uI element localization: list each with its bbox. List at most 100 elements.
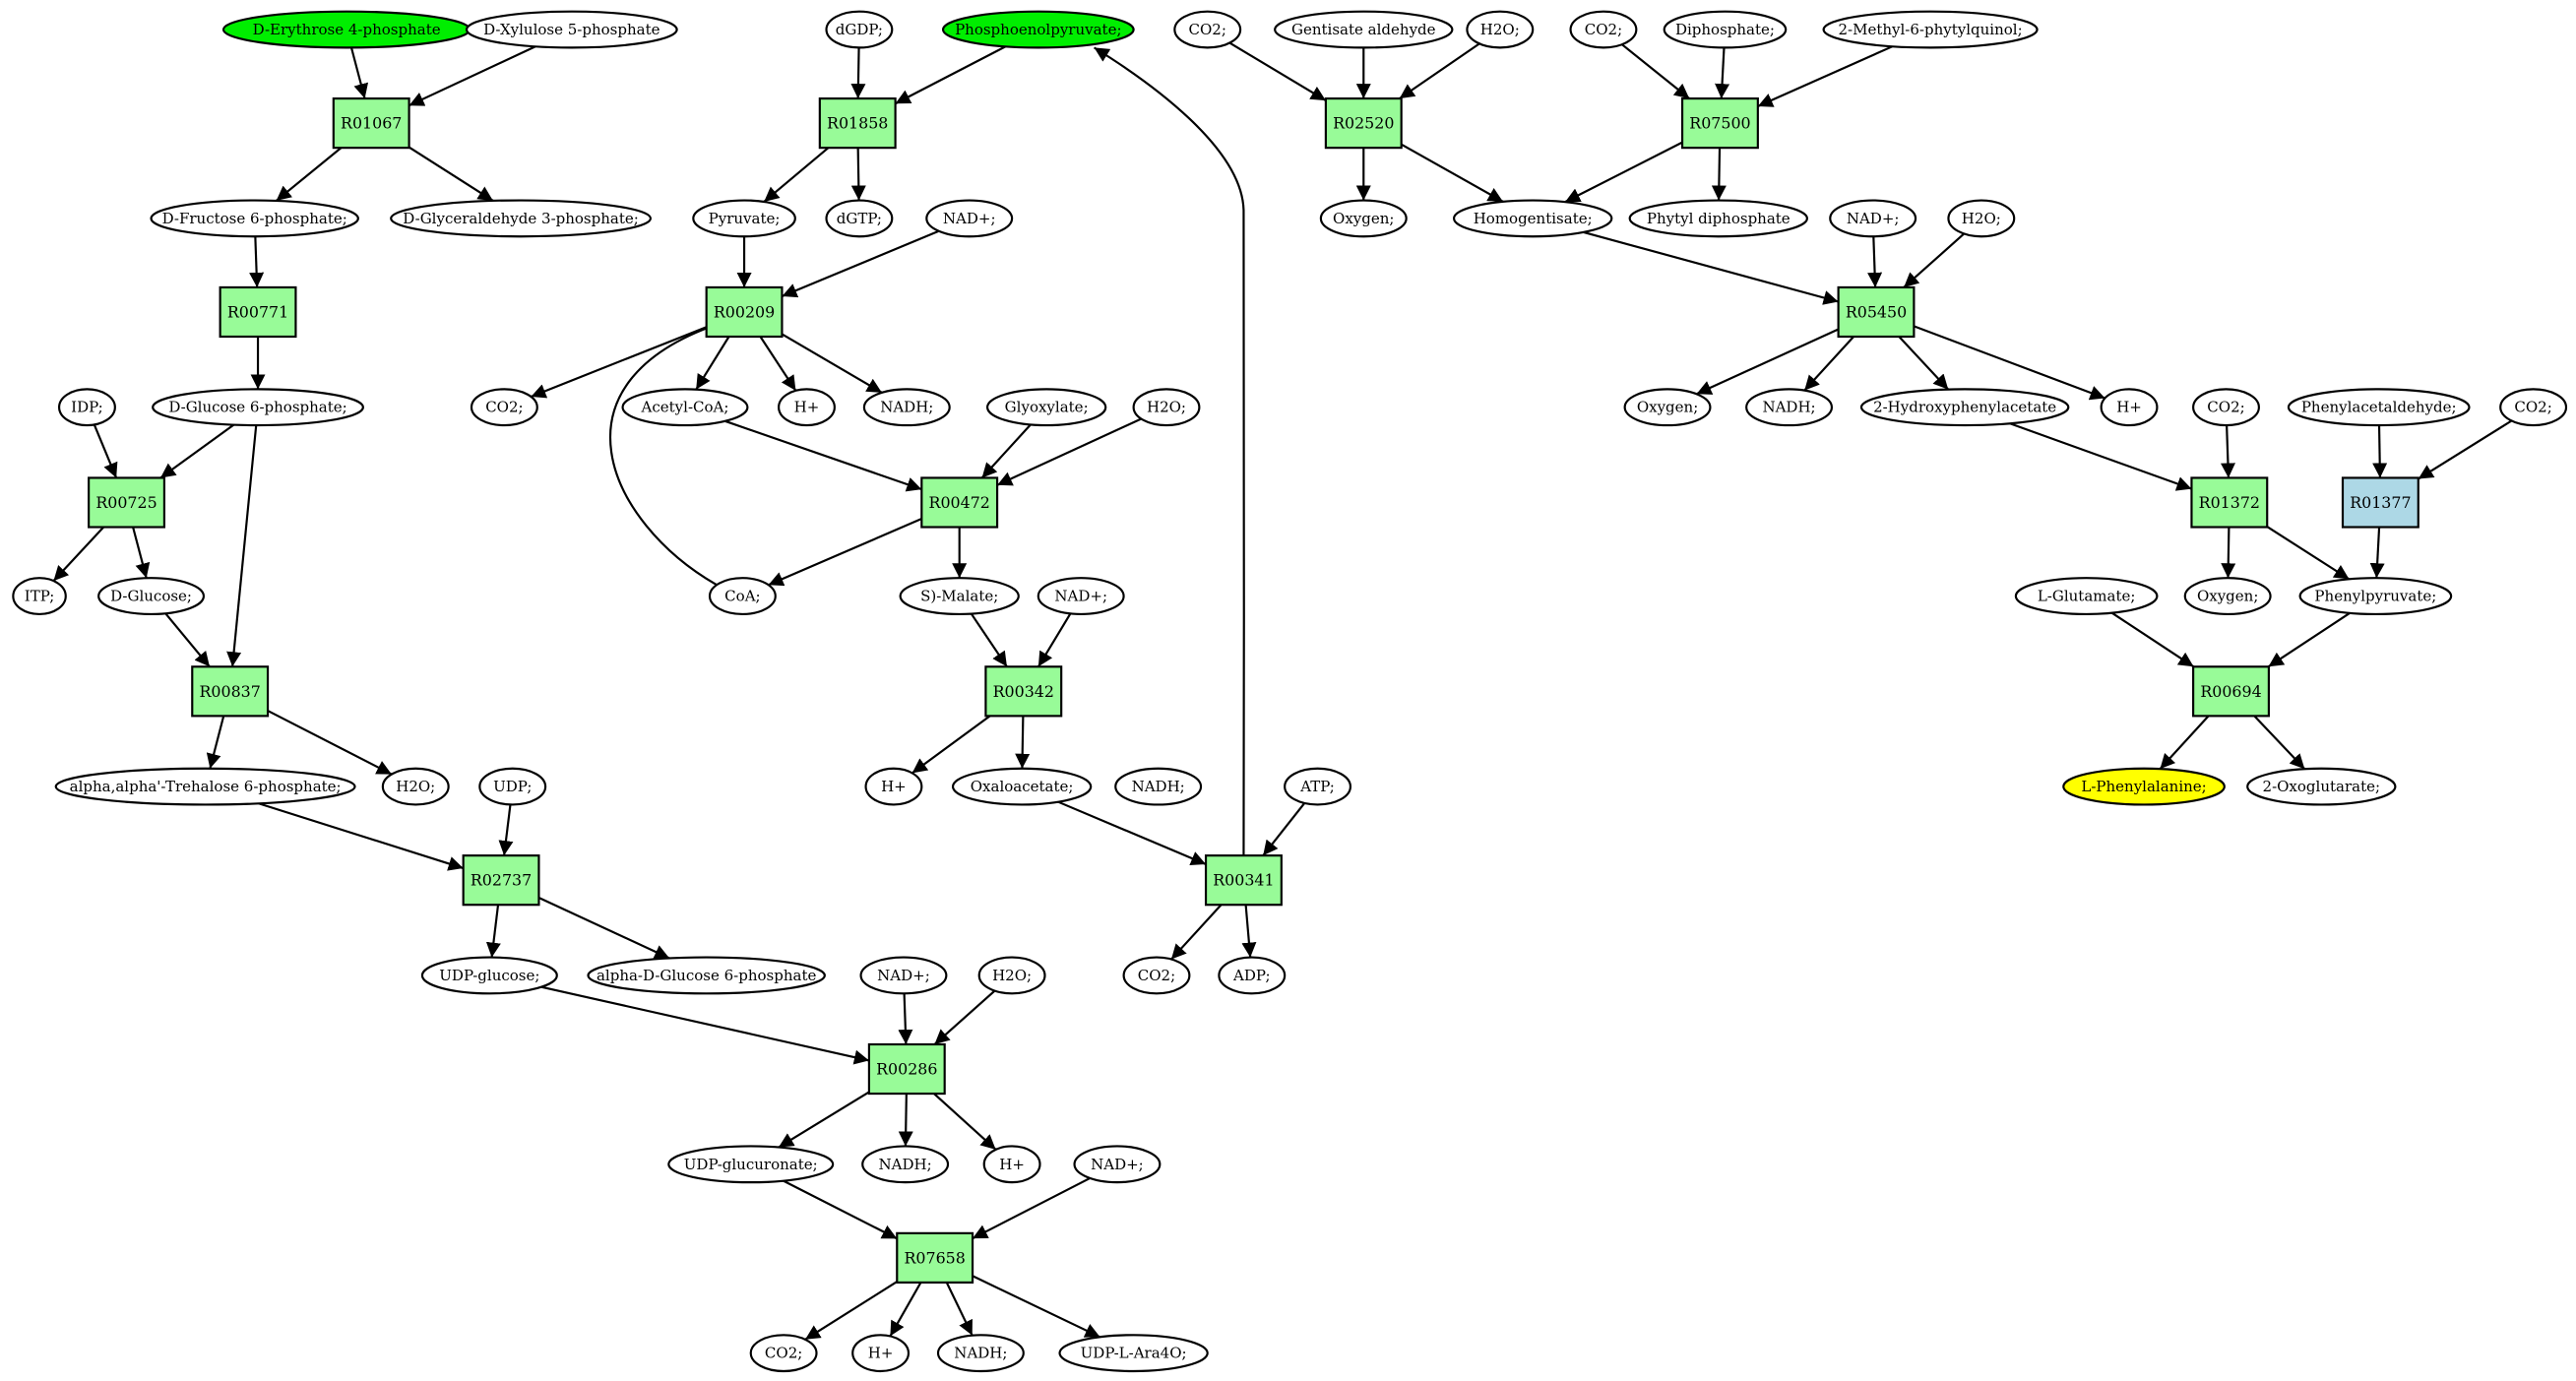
node-label: D-Xylulose 5-phosphate [483,21,660,38]
edge-h2o_c-to-R00472 [996,417,1142,486]
compound-ellipse [1274,10,1454,49]
edge-R05450-to-nadh_e [1803,336,1854,392]
node-label: NADH; [879,1156,932,1173]
compound-ellipse [2183,577,2272,616]
compound-node-gald: Gentisate aldehyde [1274,10,1454,49]
compound-node-nad_b: NAD+; [1073,1145,1162,1184]
node-label: H2O; [396,778,435,795]
compound-node-h_e: H+ [2100,388,2159,427]
compound-ellipse [1569,10,1638,49]
node-label: CO2; [1189,21,1226,38]
compound-ellipse [470,388,538,427]
compound-node-nadh_d: NADH; [1114,767,1203,806]
node-label: H2O; [1147,399,1186,416]
compound-node-mal: S)-Malate; [899,577,1020,616]
compound-node-udpglcur: UDP-glucuronate; [667,1145,835,1184]
node-label: alpha-D-Glucose 6-phosphate [597,967,816,984]
compound-node-t6p: alpha,alpha'-Trehalose 6-phosphate; [54,767,356,806]
reaction-node-R00342: R00342 [984,665,1063,718]
edge-x5p-to-R01067 [408,45,536,107]
edge-R07658-to-udpara [972,1275,1100,1339]
compound-node-diph: Diphosphate; [1663,10,1788,49]
edge-oaa-to-R00341 [1057,800,1207,866]
reaction-node-R00725: R00725 [88,476,165,529]
compound-ellipse [1218,956,1287,995]
reaction-box [219,285,297,339]
compound-ellipse [1073,1145,1162,1184]
node-label: R05450 [1846,302,1907,321]
compound-node-f6p: D-Fructose 6-phosphate; [150,199,359,238]
node-label: NAD+; [1847,210,1900,227]
node-label: CO2; [2207,399,2244,416]
compound-ellipse [465,10,678,49]
reaction-box [920,476,999,529]
edge-R00837-to-t6p [206,716,225,770]
compound-ellipse [982,1145,1041,1184]
node-label: R01858 [827,114,888,133]
edge-co2_f-to-R01372 [2220,425,2235,478]
node-label: S)-Malate; [920,588,998,605]
compound-ellipse [12,577,67,616]
compound-ellipse [2062,767,2226,806]
compound-ellipse [825,199,894,238]
node-label: Pyruvate; [709,210,781,227]
compound-ellipse [390,199,653,238]
compound-node-h_a: H+ [982,1145,1041,1184]
reaction-node-R01377: R01377 [2341,476,2419,529]
reaction-node-R01067: R01067 [332,97,410,150]
edge-nad_c-to-R00209 [782,229,940,298]
edge-R01372-to-phpyr [2266,526,2351,581]
edge-nad_a-to-R00286 [898,993,913,1045]
compound-node-g3p: D-Glyceraldehyde 3-phosphate; [390,199,653,238]
edge-h2o_e-to-R05450 [1903,232,1966,288]
compound-ellipse [941,10,1135,49]
node-label: Oxaloacetate; [971,778,1074,795]
compound-ellipse [778,388,836,427]
edge-t6p-to-R02737 [258,802,464,871]
edge-acoa-to-R00472 [724,419,922,492]
node-label: D-Glucose; [110,588,192,605]
compound-node-co2_b: CO2; [470,388,538,427]
edge-R00286-to-udpglcur [778,1091,870,1149]
compound-node-glc: D-Glucose; [97,577,206,616]
node-label: alpha,alpha'-Trehalose 6-phosphate; [70,778,342,795]
compound-ellipse [1822,10,2039,49]
compound-node-coa: CoA; [708,577,777,616]
edge-R00342-to-h_d [911,715,991,775]
edge-f6p-to-R00771 [249,236,265,287]
compound-node-mpq: 2-Methyl-6-phytylquinol; [1822,10,2039,49]
node-label: R01372 [2199,493,2260,512]
compound-ellipse [1037,577,1125,616]
node-label: R00341 [1213,871,1274,890]
compound-ellipse [749,1334,818,1373]
compound-node-h_d: H+ [864,767,923,806]
compound-ellipse [925,199,1014,238]
edge-R00694-to-oxoglu [2253,715,2306,770]
edge-R07500-to-phytpp [1711,148,1727,201]
edge-phald-to-R01377 [2372,425,2388,478]
edge-nad_e-to-R05450 [1867,236,1883,287]
node-label: L-Phenylalanine; [2081,778,2206,795]
node-label: NAD+; [943,210,996,227]
compound-ellipse [2100,388,2159,427]
reaction-node-R00341: R00341 [1204,854,1283,907]
compound-ellipse [2014,577,2159,616]
reaction-node-R02520: R02520 [1324,97,1403,150]
compound-node-co2_d: CO2; [1173,10,1242,49]
compound-node-h2o_a: H2O; [381,767,450,806]
compound-node-acoa: Acetyl-CoA; [621,388,749,427]
edge-R00286-to-nadh_a [898,1094,913,1147]
node-label: H2O; [992,967,1032,984]
compound-node-nadh_b: NADH; [936,1334,1025,1373]
node-label: Oxygen; [1333,210,1394,227]
compound-node-dgtp: dGTP; [825,199,894,238]
compound-ellipse [1663,10,1788,49]
compound-ellipse [1452,199,1613,238]
reaction-node-R00837: R00837 [191,665,270,718]
reaction-node-R07658: R07658 [896,1231,974,1284]
edge-udpglcur-to-R07658 [783,1179,898,1240]
node-label: Glyoxylate; [1005,399,1089,416]
edge-R01372-to-oxy_c [2221,527,2236,579]
compound-node-phe: L-Phenylalanine; [2062,767,2226,806]
